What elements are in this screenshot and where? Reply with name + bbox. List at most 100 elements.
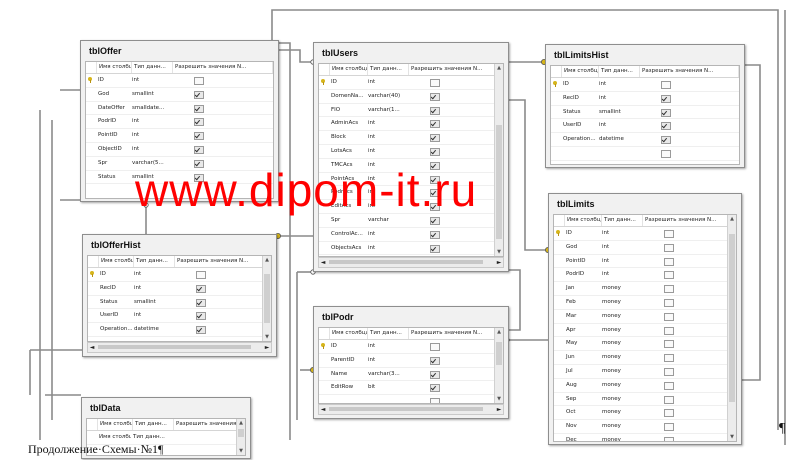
- relationship-line[interactable]: [507, 99, 548, 251]
- relationship-line[interactable]: [277, 49, 313, 63]
- allow-nulls-checkbox[interactable]: [196, 312, 206, 321]
- allow-nulls-checkbox[interactable]: [664, 271, 674, 280]
- relationship-line[interactable]: [740, 64, 761, 381]
- allow-nulls-checkbox[interactable]: [430, 161, 440, 170]
- scroll-left-icon[interactable]: ◄: [320, 259, 326, 266]
- scroll-up-icon[interactable]: ▲: [239, 420, 243, 426]
- scroll-down-icon[interactable]: ▼: [497, 249, 501, 255]
- allow-nulls-checkbox[interactable]: [430, 147, 440, 156]
- scroll-up-icon[interactable]: ▲: [497, 65, 501, 71]
- allow-nulls-checkbox[interactable]: [661, 136, 671, 145]
- allow-nulls-checkbox[interactable]: [430, 244, 440, 253]
- horizontal-scrollbar[interactable]: ◄►: [318, 257, 504, 268]
- allow-nulls-checkbox[interactable]: [194, 145, 204, 154]
- allow-nulls-checkbox[interactable]: [194, 104, 204, 113]
- allow-nulls-checkbox[interactable]: [664, 243, 674, 252]
- vertical-scrollbar[interactable]: ▲▼: [494, 64, 503, 256]
- allow-nulls-checkbox[interactable]: [661, 108, 671, 117]
- column-row[interactable]: ControlAc...int: [319, 228, 503, 242]
- allow-nulls-checkbox[interactable]: [661, 81, 671, 89]
- allow-nulls-checkbox[interactable]: [664, 285, 674, 294]
- allow-nulls-checkbox[interactable]: [664, 354, 674, 363]
- allow-nulls-checkbox[interactable]: [194, 173, 204, 182]
- allow-nulls-checkbox[interactable]: [664, 381, 674, 390]
- scroll-right-icon[interactable]: ►: [496, 406, 502, 413]
- allow-nulls-checkbox[interactable]: [194, 90, 204, 99]
- scroll-right-icon[interactable]: ►: [264, 344, 270, 351]
- allow-nulls-checkbox[interactable]: [430, 230, 440, 239]
- relationship-line[interactable]: [507, 269, 521, 331]
- column-row[interactable]: Operation...datetime: [88, 323, 271, 337]
- column-row[interactable]: [319, 395, 503, 403]
- allow-nulls-checkbox[interactable]: [430, 398, 440, 403]
- allow-nulls-checkbox[interactable]: [194, 77, 204, 85]
- allow-nulls-checkbox[interactable]: [664, 326, 674, 335]
- scroll-thumb[interactable]: [729, 233, 735, 402]
- allow-nulls-checkbox[interactable]: [196, 298, 206, 307]
- scroll-up-icon[interactable]: ▲: [730, 216, 734, 222]
- allow-nulls-checkbox[interactable]: [430, 203, 440, 212]
- allow-nulls-checkbox[interactable]: [430, 175, 440, 184]
- scroll-down-icon[interactable]: ▼: [239, 448, 243, 454]
- allow-nulls-checkbox[interactable]: [430, 79, 440, 87]
- vertical-scrollbar[interactable]: ▲▼: [262, 256, 271, 341]
- allow-nulls-checkbox[interactable]: [430, 189, 440, 198]
- vertical-scrollbar[interactable]: ▲▼: [727, 215, 736, 441]
- allow-nulls-checkbox[interactable]: [194, 159, 204, 168]
- allow-nulls-checkbox[interactable]: [664, 257, 674, 266]
- relationship-line[interactable]: [277, 42, 291, 440]
- scroll-left-icon[interactable]: ◄: [89, 344, 95, 351]
- allow-nulls-checkbox[interactable]: [196, 284, 206, 293]
- allow-nulls-checkbox[interactable]: [664, 298, 674, 307]
- horizontal-scrollbar[interactable]: ◄►: [318, 404, 504, 415]
- allow-nulls-checkbox[interactable]: [664, 395, 674, 404]
- allow-nulls-checkbox[interactable]: [430, 384, 440, 393]
- vertical-scrollbar[interactable]: ▲▼: [494, 328, 503, 403]
- scroll-thumb[interactable]: [238, 429, 244, 437]
- allow-nulls-checkbox[interactable]: [196, 326, 206, 335]
- allow-nulls-checkbox[interactable]: [664, 230, 674, 238]
